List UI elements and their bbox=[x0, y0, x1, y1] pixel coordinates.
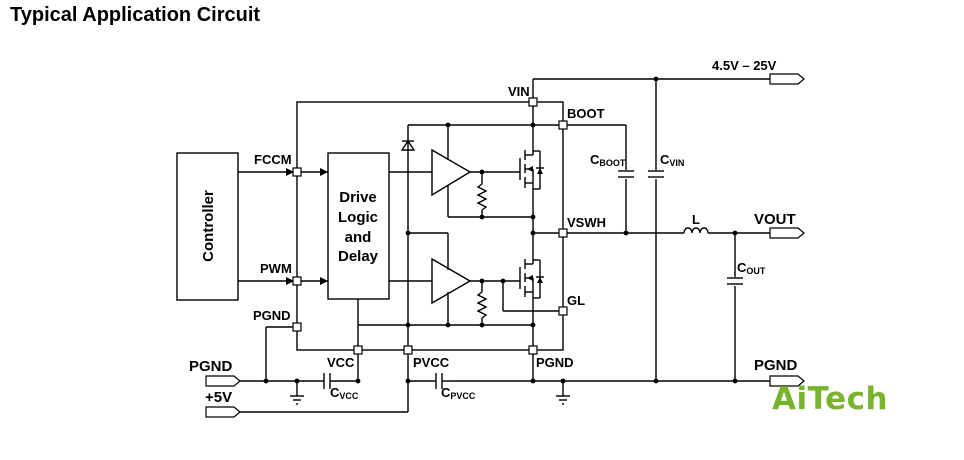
bootstrap-diode bbox=[400, 139, 416, 151]
internal-junctions bbox=[405, 122, 536, 328]
capacitor-cout bbox=[727, 277, 743, 286]
cout-label: COUT bbox=[737, 260, 766, 276]
cpvcc-label: CPVCC bbox=[441, 385, 476, 401]
pgnd-left-terminal-label: PGND bbox=[189, 358, 233, 375]
external-junctions bbox=[263, 76, 738, 384]
fccm-signal bbox=[238, 168, 328, 176]
lower-gate-buffer bbox=[431, 257, 472, 305]
cvcc-label: CVCC bbox=[330, 385, 359, 401]
cvin-label: CVIN bbox=[660, 152, 684, 168]
inductor-l bbox=[683, 227, 709, 234]
capacitor-cpvcc bbox=[433, 373, 455, 389]
pin-vcc-label: VCC bbox=[327, 355, 355, 370]
pin-vin-label: VIN bbox=[508, 84, 530, 99]
controller-block: Controller bbox=[176, 152, 239, 301]
drive-logic-line-4: Delay bbox=[338, 248, 379, 265]
capacitor-cboot bbox=[618, 170, 634, 179]
aitech-watermark: AiTech bbox=[772, 381, 889, 417]
capacitor-cvin bbox=[648, 170, 664, 179]
driver-ic-outline bbox=[296, 101, 564, 351]
pin-pvcc-label: PVCC bbox=[413, 355, 450, 370]
pin-pwm-label: PWM bbox=[260, 261, 292, 276]
pin-pgnd-bottom-label: PGND bbox=[536, 355, 574, 370]
pin-vswh-label: VSWH bbox=[567, 215, 606, 230]
capacitor-cvcc bbox=[320, 373, 333, 389]
terminal-vout: VOUT bbox=[754, 211, 805, 239]
pin-pgnd-left-label: PGND bbox=[253, 308, 291, 323]
terminal-pgnd-left: PGND bbox=[189, 358, 241, 387]
drive-logic-line-1: Drive bbox=[339, 189, 377, 206]
controller-label: Controller bbox=[200, 190, 217, 262]
low-side-mosfet bbox=[519, 255, 544, 310]
inductor-label: L bbox=[692, 212, 700, 227]
terminal-pgnd-right: PGND bbox=[754, 357, 805, 387]
vout-label: VOUT bbox=[754, 211, 796, 228]
page-title: Typical Application Circuit bbox=[10, 4, 261, 26]
cboot-label: CBOOT bbox=[590, 152, 626, 168]
pgnd-right-label: PGND bbox=[754, 357, 798, 374]
drive-logic-block: Drive Logic and Delay bbox=[327, 152, 390, 300]
terminal-vin: 4.5V – 25V bbox=[712, 58, 805, 85]
external-wiring bbox=[240, 78, 770, 413]
vin-range-label: 4.5V – 25V bbox=[712, 58, 777, 73]
ic-pins bbox=[292, 97, 568, 355]
pin-fccm-label: FCCM bbox=[254, 152, 292, 167]
high-side-mosfet bbox=[519, 145, 544, 200]
plus5v-label: +5V bbox=[205, 389, 232, 406]
drive-logic-line-2: Logic bbox=[338, 209, 378, 226]
internal-wiring bbox=[357, 102, 626, 350]
pin-gl-label: GL bbox=[567, 293, 585, 308]
pwm-signal bbox=[238, 277, 328, 285]
terminal-5v: +5V bbox=[205, 389, 241, 418]
drive-logic-line-3: and bbox=[345, 229, 372, 246]
upper-gate-buffer bbox=[431, 148, 472, 197]
ground-symbol-left bbox=[290, 395, 304, 405]
pin-boot-label: BOOT bbox=[567, 106, 605, 121]
ground-symbol-right bbox=[556, 395, 570, 405]
